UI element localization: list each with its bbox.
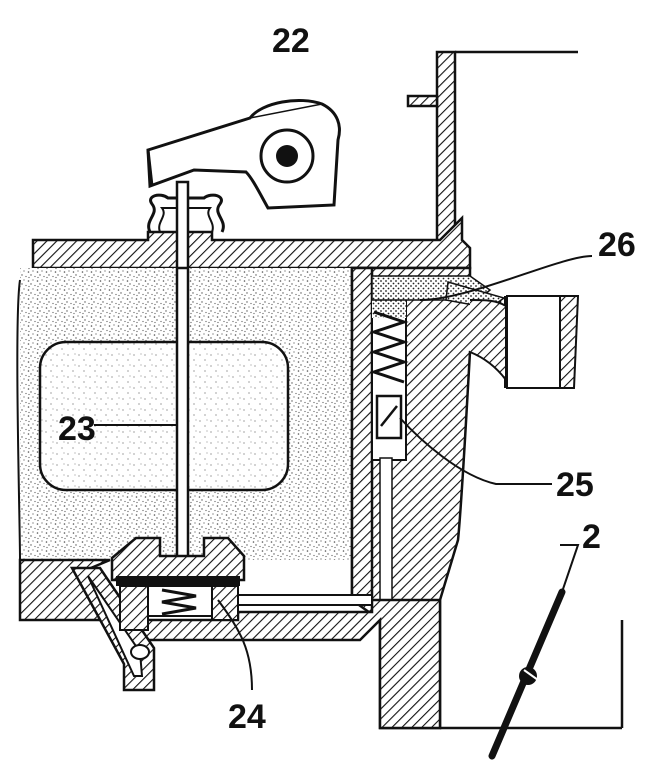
inlet-channel [69, 566, 156, 692]
label-25: 25 [556, 466, 594, 504]
accelerator-pump-lever [146, 98, 341, 210]
throttle-valve [488, 588, 566, 760]
throttle-bore [440, 620, 624, 730]
discharge-spring [369, 310, 409, 384]
leader-lines [94, 255, 593, 691]
label-23: 23 [58, 410, 96, 448]
label-2: 2 [582, 518, 601, 556]
label-26: 26 [598, 226, 636, 264]
venturi-tube [469, 294, 580, 389]
label-22: 22 [272, 22, 310, 60]
float [38, 340, 290, 492]
air-horn-wall [406, 50, 578, 260]
pump-piston-assembly [110, 536, 246, 631]
pump-plunger-rod-lower [175, 266, 190, 562]
check-valve [375, 394, 403, 440]
label-24: 24 [228, 698, 266, 736]
